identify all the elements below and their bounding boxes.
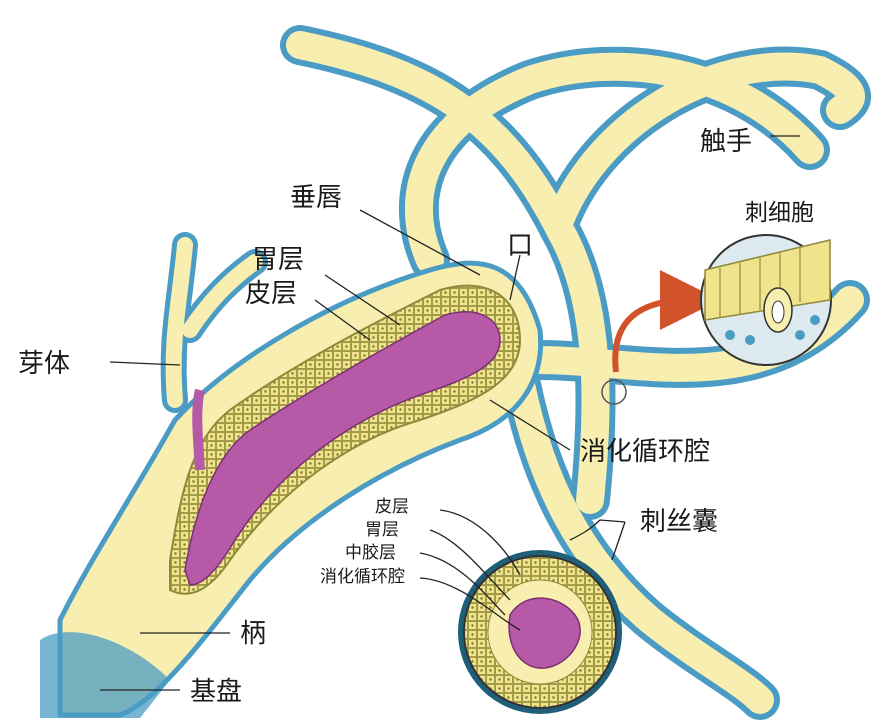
cross-section bbox=[458, 550, 622, 714]
tentacle-zoom-marker bbox=[601, 379, 627, 405]
label-cs-epidermis: 皮层 bbox=[375, 497, 409, 517]
label-cs-mesoglea: 中胶层 bbox=[345, 543, 396, 563]
label-bud: 芽体 bbox=[18, 349, 70, 379]
bud-structure bbox=[160, 232, 268, 413]
label-stalk: 柄 bbox=[240, 619, 266, 649]
leader-lines bbox=[100, 135, 800, 691]
label-cs-cavity: 消化循环腔 bbox=[320, 567, 405, 587]
label-gastrovascular-cavity: 消化循环腔 bbox=[580, 437, 710, 467]
label-hypostome: 垂唇 bbox=[290, 183, 342, 213]
label-mouth: 口 bbox=[507, 231, 533, 261]
label-cs-gastrodermis: 胃层 bbox=[365, 520, 399, 540]
label-nematocyst: 刺丝囊 bbox=[640, 507, 718, 537]
tentacles bbox=[280, 25, 871, 720]
label-cnidocyte: 刺细胞 bbox=[745, 200, 814, 226]
label-tentacle: 触手 bbox=[700, 127, 752, 157]
body-column bbox=[40, 260, 544, 718]
label-basal-disc: 基盘 bbox=[190, 677, 242, 707]
label-epidermis: 皮层 bbox=[245, 279, 297, 309]
cnidocyte-inset bbox=[700, 234, 832, 366]
label-gastrodermis: 胃层 bbox=[252, 245, 304, 275]
zoom-arrow bbox=[612, 270, 720, 373]
